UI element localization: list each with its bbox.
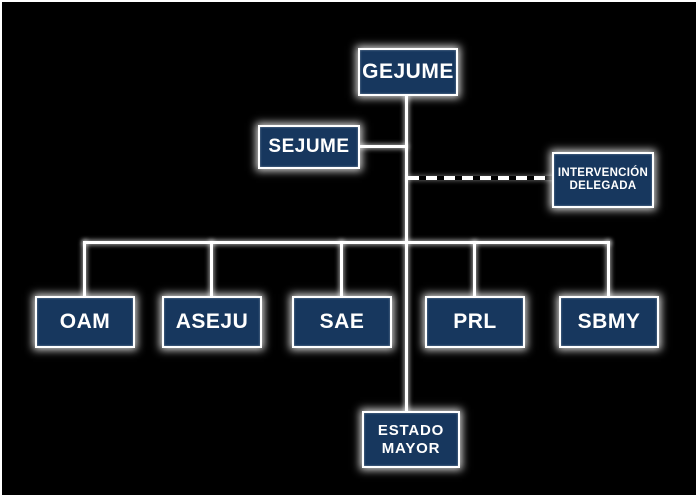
node-prl: PRL — [425, 296, 525, 348]
node-intervencion-delegada: INTERVENCIÓN DELEGADA — [552, 152, 654, 208]
node-sae: SAE — [292, 296, 392, 348]
connector-children-bus — [84, 241, 610, 244]
node-estado-mayor-label-line2: MAYOR — [381, 439, 441, 457]
node-aseju-label: ASEJU — [175, 309, 249, 333]
node-estado-mayor-label-line1: ESTADO — [377, 422, 445, 440]
connector-intervencion-dashed — [408, 176, 553, 180]
connector-drop-prl — [473, 241, 476, 298]
node-intervencion-label-line1: INTERVENCIÓN — [557, 166, 649, 179]
node-sbmy-label: SBMY — [577, 309, 641, 333]
node-prl-label: PRL — [453, 309, 497, 333]
node-sae-label: SAE — [319, 309, 365, 333]
connector-main-vertical — [405, 95, 408, 414]
connector-drop-aseju — [210, 241, 213, 298]
node-sbmy: SBMY — [559, 296, 659, 348]
node-sejume-label: SEJUME — [268, 136, 350, 158]
node-oam-label: OAM — [59, 309, 111, 333]
connector-drop-oam — [83, 241, 86, 298]
connector-sejume-horizontal — [359, 145, 407, 148]
connector-drop-sae — [340, 241, 343, 298]
node-gejume: GEJUME — [358, 48, 458, 96]
connector-drop-sbmy — [607, 241, 610, 298]
node-sejume: SEJUME — [258, 125, 360, 169]
node-aseju: ASEJU — [162, 296, 262, 348]
node-gejume-label: GEJUME — [362, 59, 454, 83]
node-estado-mayor: ESTADO MAYOR — [362, 411, 460, 468]
node-intervencion-label-line2: DELEGADA — [569, 180, 637, 192]
node-oam: OAM — [35, 296, 135, 348]
